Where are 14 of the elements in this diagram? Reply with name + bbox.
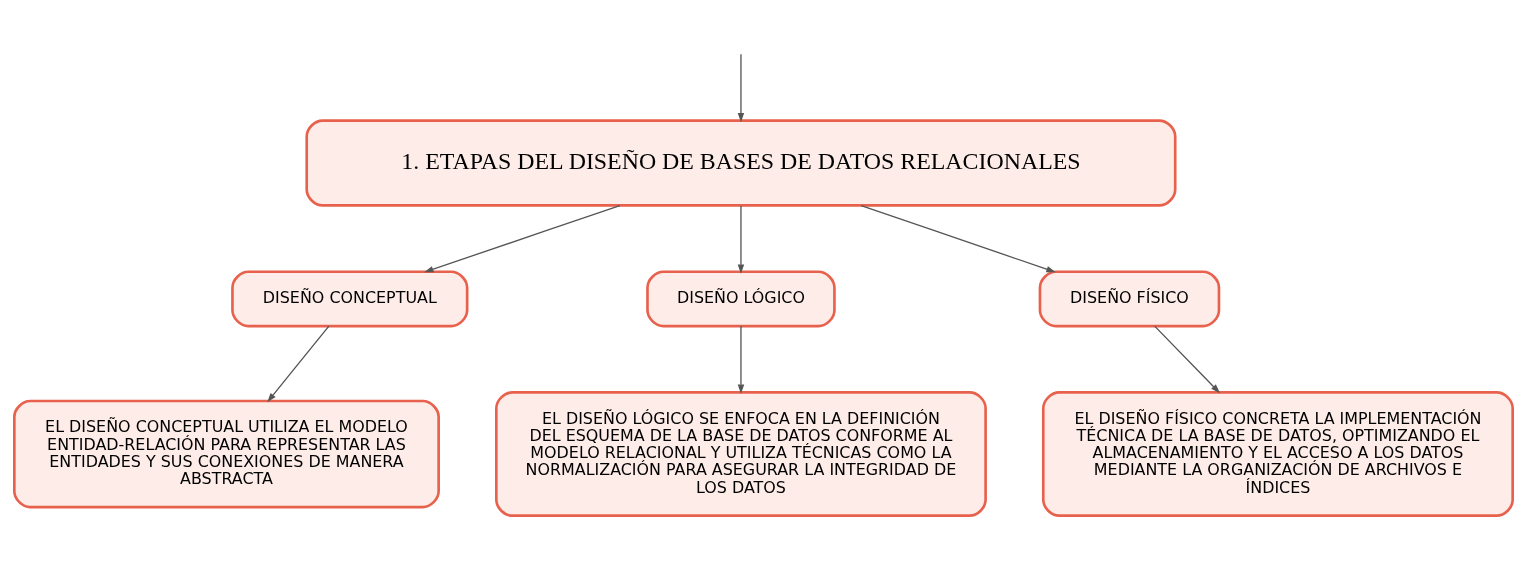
arrow xyxy=(267,325,330,403)
node-box: EL DISEÑO FÍSICO CONCRETA LA IMPLEMENTACIÓN TÉCNICA DE LA BASE DE DATOS, OPTIMIZANDO EL ALMACENAMIENTO Y EL ACCESO A LOS DATOS MEDIANTE LA ORGANIZACIÓN DE ARCHIVOS E ÍNDICES xyxy=(1041,391,1514,518)
node-box: EL DISEÑO LÓGICO SE ENFOCA EN LA DEFINICIÓN DEL ESQUEMA DE LA BASE DE DATOS CONFORME AL MODELO RELACIONAL Y UTILIZA TÉCNICAS COMO LA NORMALIZACIÓN PARA ASEGURAR LA INTEGRIDAD DE LOS DATOS xyxy=(495,391,987,518)
arrow xyxy=(737,205,745,274)
node-box: DISEÑO LÓGICO xyxy=(646,270,836,328)
node-box: DISEÑO CONCEPTUAL xyxy=(231,270,469,328)
node-box: 1. ETAPAS DEL DISEÑO DE BASES DE DATOS RELACIONALES xyxy=(305,119,1177,207)
arrow xyxy=(424,204,621,273)
arrow xyxy=(860,204,1056,273)
arrow xyxy=(1154,325,1221,394)
node-box: EL DISEÑO CONCEPTUAL UTILIZA EL MODELO ENTIDAD-RELACIÓN PARA REPRESENTAR LAS ENTIDADES Y SUS CONEXIONES DE MANERA ABSTRACTA xyxy=(13,399,440,509)
node-box: DISEÑO FÍSICO xyxy=(1038,270,1221,328)
arrow xyxy=(737,325,745,394)
arrow xyxy=(737,53,745,123)
